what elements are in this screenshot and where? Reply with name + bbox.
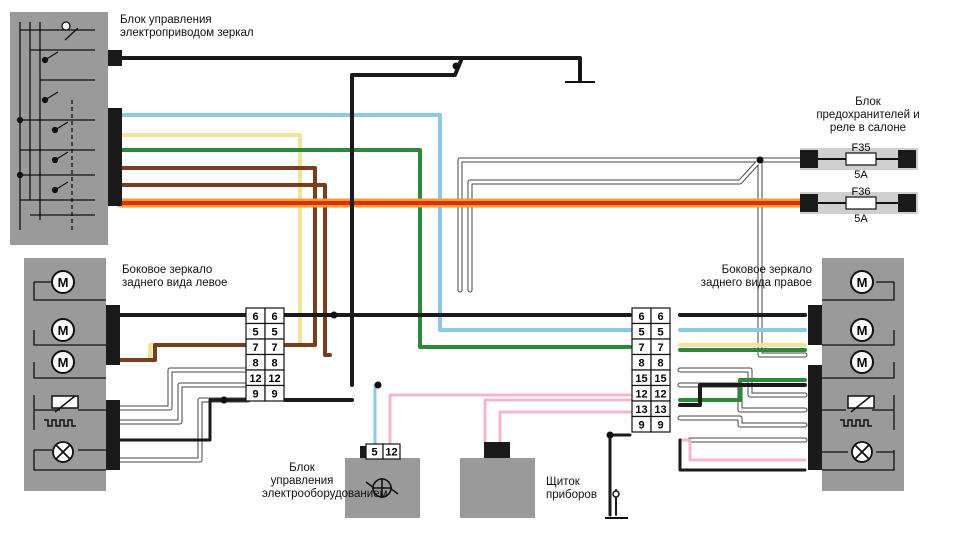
pin-number: 8 (252, 358, 258, 370)
instrument-panel-block (460, 458, 535, 518)
fuse-f36 (818, 196, 898, 210)
wires (115, 56, 808, 517)
fuse-f35 (818, 152, 898, 166)
pin-number: 13 (635, 404, 647, 416)
junction-dots (220, 62, 764, 439)
fuse-f36-id: F36 (852, 186, 871, 198)
pin-number: 12 (654, 389, 666, 401)
pin-number: 5 (638, 327, 644, 339)
right-mirror-label: Боковое зеркало заднего вида правое (700, 264, 812, 289)
mirror-control-block-label: Блок управления электроприводом зеркал (120, 14, 254, 39)
pin-number: 6 (657, 311, 663, 323)
mirror-control-block (10, 12, 108, 245)
pin-number: 12 (635, 389, 647, 401)
pin-number: 9 (638, 420, 644, 432)
right-connector: 6 6 5 5 7 7 8 8 15 15 12 12 13 13 9 9 (631, 307, 671, 433)
motor-label: M (58, 355, 69, 370)
lamp-icon (52, 441, 74, 463)
pin-number: 12 (385, 447, 397, 459)
pin-number: 15 (654, 373, 666, 385)
motor-icon (850, 318, 874, 342)
connector-cell (650, 415, 671, 433)
pin-number: 8 (271, 358, 277, 370)
motor-label: M (857, 323, 868, 338)
right-mirror-schematic (822, 281, 895, 471)
pin-number: 7 (271, 342, 277, 354)
motor-icon (51, 318, 75, 342)
pin-number: 7 (252, 342, 258, 354)
splice-dot (612, 490, 620, 498)
left-mirror-label: Боковое зеркало заднего вида левое (122, 264, 228, 289)
heater-icon (44, 395, 79, 427)
motor-label: M (857, 355, 868, 370)
pin-number: 7 (657, 342, 663, 354)
left-connector: 6 6 5 5 7 7 8 8 12 12 9 9 (245, 307, 285, 402)
motor-label: M (58, 275, 69, 290)
pin-number: 12 (268, 373, 280, 385)
motor-icon (51, 350, 75, 374)
pin-number: 6 (252, 311, 258, 323)
pin-number: 7 (638, 342, 644, 354)
electrical-control-unit-label: Блок управления электрооборудованием (262, 462, 388, 500)
motor-icon (850, 350, 874, 374)
pin-number: 5 (252, 327, 258, 339)
fuse-f35-id: F35 (852, 142, 871, 154)
pin-number: 6 (271, 311, 277, 323)
pin-number: 9 (657, 420, 663, 432)
pin-number: 12 (249, 373, 261, 385)
pin-number: 5 (657, 327, 663, 339)
ecu-symbol-icon (365, 478, 399, 498)
pin-number: 13 (654, 404, 666, 416)
pin-number: 8 (657, 358, 663, 370)
motor-label: M (58, 323, 69, 338)
pin-number: 6 (638, 311, 644, 323)
connector-cell (382, 443, 401, 460)
pin-number: 9 (252, 389, 258, 401)
motor-icon (850, 270, 874, 294)
ground-symbol (565, 62, 595, 83)
pin-number: 8 (638, 358, 644, 370)
motor-icon (51, 270, 75, 294)
heater-icon (840, 395, 875, 427)
connector-cell (264, 384, 285, 402)
fuse-f35-rating: 5A (854, 169, 868, 181)
pin-number: 5 (271, 327, 277, 339)
pin-number: 5 (371, 447, 377, 459)
pin-number: 15 (635, 373, 647, 385)
left-mirror-schematic (33, 281, 106, 471)
pin-number: 9 (271, 389, 277, 401)
lamp-icon (851, 441, 873, 463)
instrument-panel-label: Щиток приборов (546, 476, 597, 501)
fuse-f36-rating: 5A (854, 213, 868, 225)
mirror-switch-schematic (16, 21, 95, 230)
block-connector-pegs (106, 50, 916, 470)
motor-label: M (857, 275, 868, 290)
ecu-connector: 5 12 (365, 443, 401, 460)
fuse-relay-block-label: Блок предохранителей и реле в салоне (816, 96, 920, 134)
